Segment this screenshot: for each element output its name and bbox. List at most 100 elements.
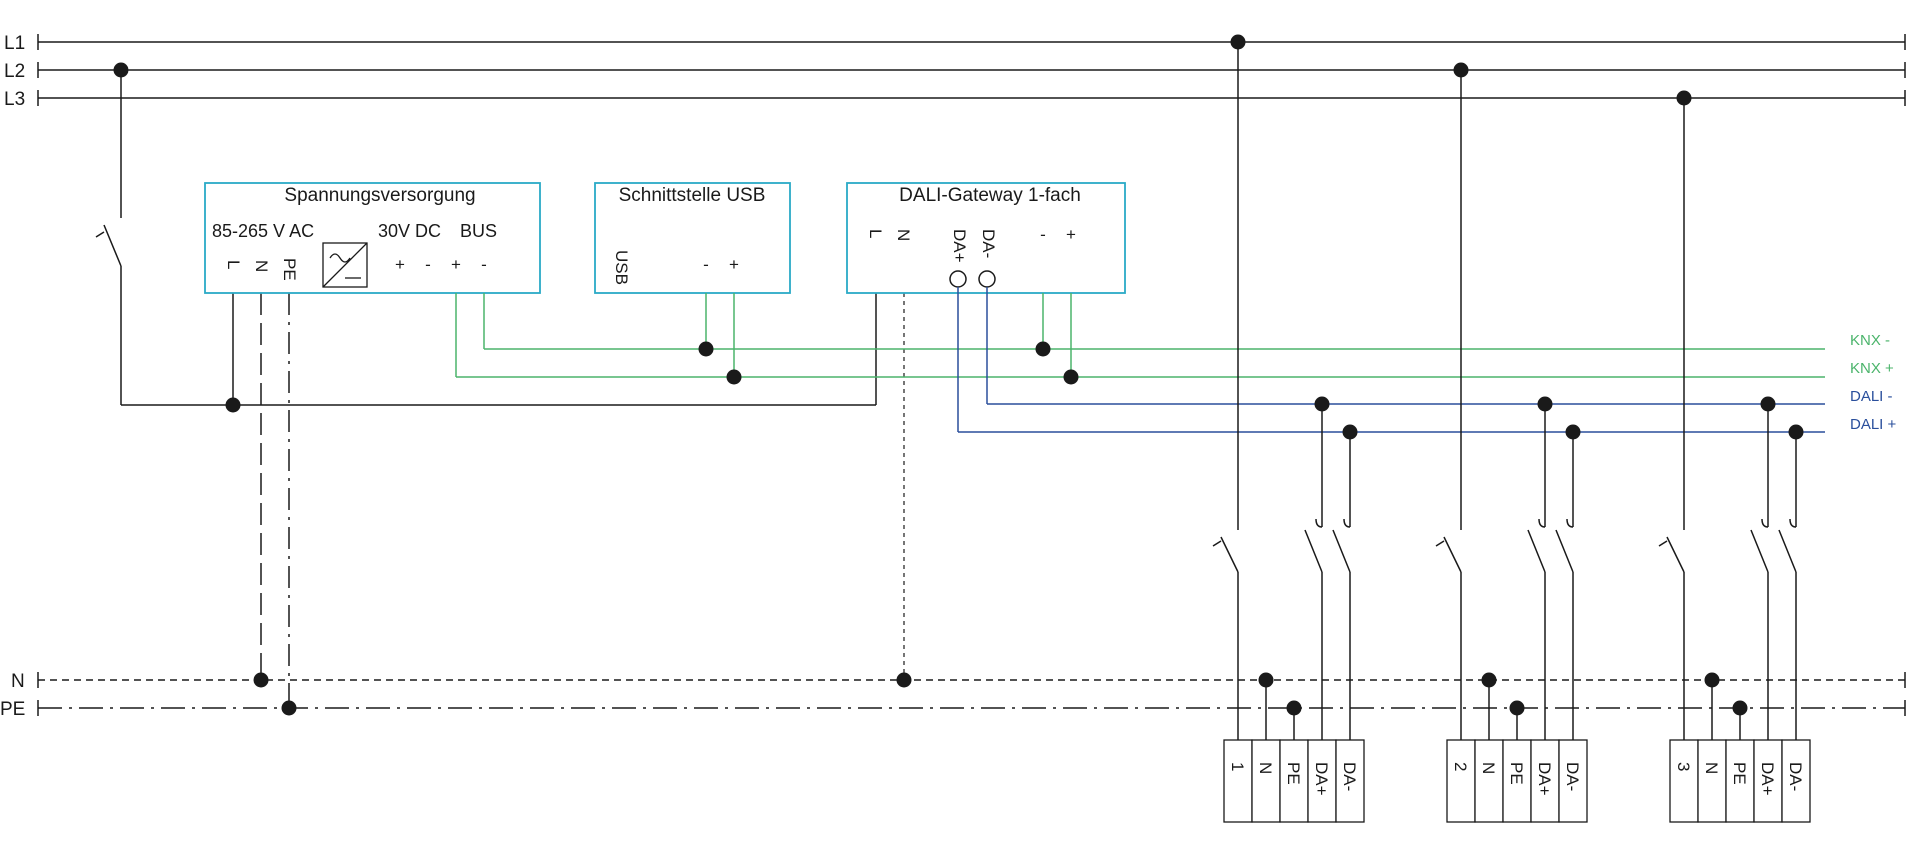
power-supply-pin-dc-plus: +	[395, 255, 405, 274]
junction-dot	[1453, 62, 1469, 78]
knx-bus-wiring	[455, 293, 1825, 378]
terminal-cell	[1251, 739, 1281, 823]
terminal-cell-label: 3	[1674, 762, 1693, 771]
terminal-cell-label: PE	[1730, 762, 1749, 785]
junction-dot	[253, 672, 269, 688]
terminal-cell-label: DA+	[1535, 762, 1554, 796]
usb-interface-pin-minus: -	[703, 255, 709, 274]
terminal-cell	[1474, 739, 1504, 823]
dali-gateway-pin-n: N	[894, 229, 913, 241]
dali-plus-label: DALI +	[1850, 416, 1897, 433]
power-supply-pin-bus-plus: +	[451, 255, 461, 274]
power-supply-title: Spannungsversorgung	[284, 185, 475, 206]
junction-dot	[1342, 424, 1358, 440]
dali-gateway-pin-da-plus: DA+	[950, 229, 969, 263]
terminal-cell	[1223, 739, 1253, 823]
terminal-cell	[1669, 739, 1699, 823]
bus-l1-label: L1	[4, 33, 25, 54]
junction-dot	[1063, 369, 1079, 385]
junction-dot	[896, 672, 912, 688]
terminal-cell	[1781, 739, 1811, 823]
power-supply-pin-bus-minus: -	[481, 255, 487, 274]
power-supply-pin-n: N	[252, 260, 271, 272]
dali-gateway-box	[846, 182, 1126, 294]
terminal-cell-label: DA-	[1340, 762, 1359, 791]
power-supply-box	[204, 182, 541, 294]
junction-dot	[1509, 700, 1525, 716]
output-circuit-3	[1658, 98, 1797, 740]
terminal-cell-label: N	[1479, 762, 1498, 774]
terminal-cell	[1307, 739, 1337, 823]
power-supply-input-label: 85-265 V AC	[212, 221, 314, 241]
terminal-cell	[1697, 739, 1727, 823]
junction-dots	[113, 34, 1804, 716]
ac-dc-converter-icon	[322, 242, 368, 288]
bus-n-label: N	[11, 671, 25, 692]
junction-dot	[281, 700, 297, 716]
junction-dot	[1286, 700, 1302, 716]
junction-dot	[1537, 396, 1553, 412]
knx-minus-label: KNX -	[1850, 332, 1890, 349]
junction-dot	[1314, 396, 1330, 412]
dali-gateway-pin-bus-minus: -	[1040, 225, 1046, 244]
bus-line-labels: KNX - KNX + DALI - DALI +	[1850, 332, 1897, 433]
terminal-cell-label: 1	[1228, 762, 1247, 771]
terminal-cell	[1279, 739, 1309, 823]
bus-l2-label: L2	[4, 61, 25, 82]
terminal-cell	[1335, 739, 1365, 823]
junction-dot	[1788, 424, 1804, 440]
power-supply-dc-label: 30V DC	[378, 221, 441, 241]
terminal-cell-label: PE	[1284, 762, 1303, 785]
terminal-cell	[1753, 739, 1783, 823]
output-circuit-1	[1212, 42, 1351, 740]
power-supply-pin-pe: PE	[280, 258, 299, 281]
terminal-cell-label: N	[1256, 762, 1275, 774]
junction-dot	[1035, 341, 1051, 357]
junction-dot	[1732, 700, 1748, 716]
junction-dot	[225, 397, 241, 413]
main-switch-blade	[103, 224, 122, 267]
terminal-cell	[1446, 739, 1476, 823]
usb-interface-title: Schnittstelle USB	[619, 185, 766, 206]
power-supply-bus-label: BUS	[460, 221, 497, 241]
terminal-cell	[1530, 739, 1560, 823]
usb-interface: Schnittstelle USB USB - +	[594, 182, 791, 294]
knx-plus-label: KNX +	[1850, 360, 1894, 377]
terminal-cell-label: DA+	[1312, 762, 1331, 796]
junction-dot	[1565, 424, 1581, 440]
terminal-cell	[1558, 739, 1588, 823]
terminal-cell-label: PE	[1507, 762, 1526, 785]
power-supply: Spannungsversorgung 85-265 V AC 30V DC B…	[204, 182, 541, 294]
dali-gateway-terminal-da-plus	[949, 270, 967, 288]
phase-buses	[37, 34, 1906, 716]
dali-gateway-title: DALI-Gateway 1-fach	[899, 185, 1081, 206]
dali-minus-label: DALI -	[1850, 388, 1893, 405]
dali-gateway-terminal-da-minus	[978, 270, 996, 288]
dali-gateway-pin-bus-plus: +	[1066, 225, 1076, 244]
power-supply-pin-l: L	[224, 260, 243, 269]
junction-dot	[1760, 396, 1776, 412]
dali-gateway-pin-l: L	[866, 229, 885, 238]
terminal-cell-label: DA-	[1563, 762, 1582, 791]
bus-labels: L1 L2 L3 N PE	[0, 33, 25, 720]
terminal-cell-label: DA+	[1758, 762, 1777, 796]
junction-dot	[726, 369, 742, 385]
dali-gateway-pin-da-minus: DA-	[979, 229, 998, 258]
junction-dot	[1258, 672, 1274, 688]
power-feed-wiring	[95, 70, 905, 708]
output-circuit-2	[1435, 70, 1574, 740]
power-supply-pin-dc-minus: -	[425, 255, 431, 274]
terminal-cell-label: N	[1702, 762, 1721, 774]
terminal-cell-label: DA-	[1786, 762, 1805, 791]
terminal-cell	[1502, 739, 1532, 823]
junction-dot	[113, 62, 129, 78]
terminal-cell	[1725, 739, 1755, 823]
bus-l3-label: L3	[4, 89, 25, 110]
usb-interface-box	[594, 182, 791, 294]
usb-interface-usb-label: USB	[612, 250, 631, 285]
